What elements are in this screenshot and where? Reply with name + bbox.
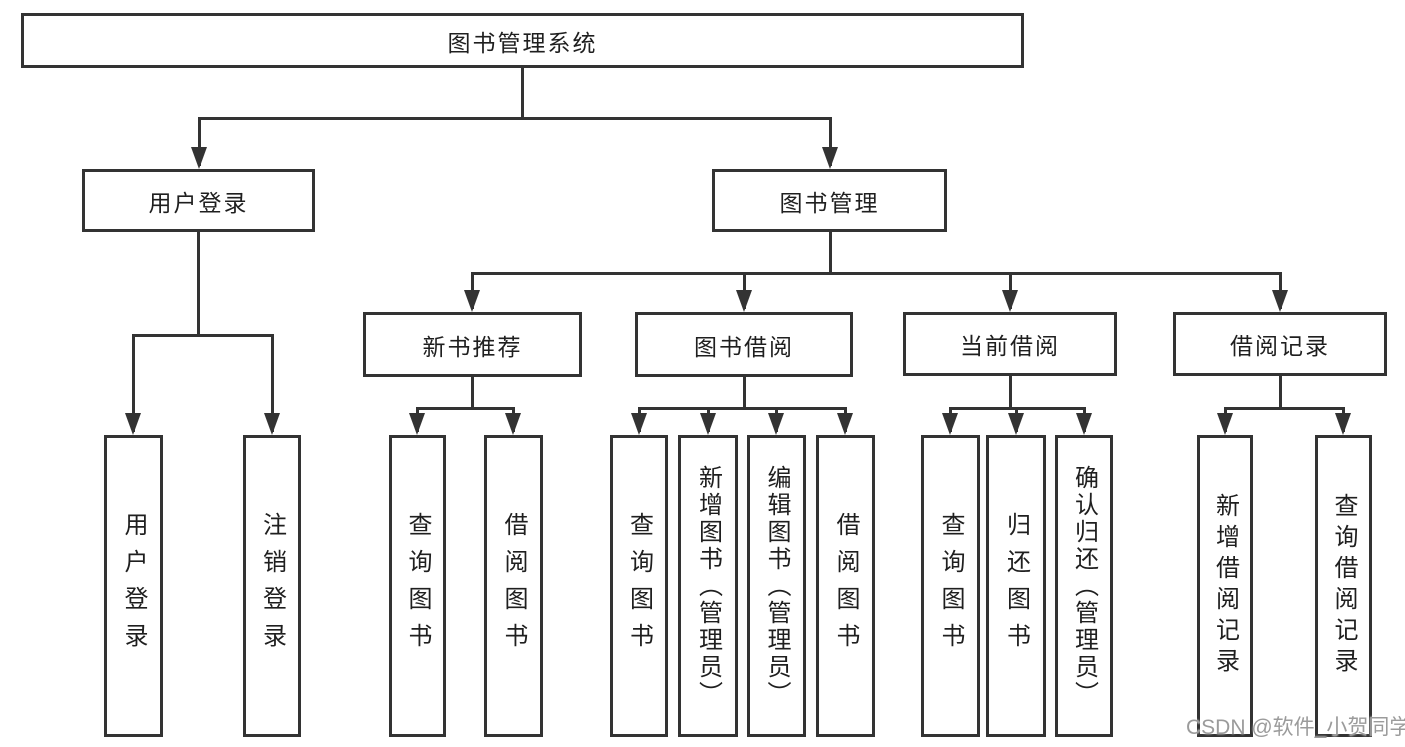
node-label: 借阅记录 — [1230, 333, 1330, 359]
connector-line — [470, 271, 1282, 275]
connector-line — [415, 406, 515, 410]
arrow-down-icon — [631, 413, 647, 435]
connector-line — [131, 335, 135, 432]
diagram-node-leaf-query-books-1: 查询图书 — [389, 435, 446, 737]
arrow-down-icon — [409, 413, 425, 435]
node-label: 查询图书 — [404, 512, 431, 660]
arrow-down-icon — [837, 413, 853, 435]
node-label: 当前借阅 — [960, 333, 1060, 359]
arrow-down-icon — [768, 413, 784, 435]
watermark: CSDN @软件_小贺同学 — [1186, 716, 1405, 739]
diagram-node-new-book-recommend: 新书推荐 — [363, 312, 582, 377]
connector-line — [197, 118, 201, 166]
node-label: 图书借阅 — [694, 333, 794, 360]
connector-line — [637, 406, 847, 410]
node-label: 用户登录 — [148, 189, 249, 216]
node-label: 查询图书 — [937, 512, 964, 660]
arrow-down-icon — [505, 413, 521, 435]
node-label: 借阅图书 — [832, 512, 859, 660]
diagram-node-leaf-return-books: 归还图书 — [986, 435, 1046, 737]
diagram-node-leaf-confirm-return: 确认归还（管理员） — [1055, 435, 1113, 737]
arrow-down-icon — [942, 413, 958, 435]
arrow-down-icon — [1272, 290, 1288, 312]
node-label: 新增图书（管理员） — [694, 464, 722, 708]
arrow-down-icon — [464, 290, 480, 312]
diagram-node-leaf-edit-books: 编辑图书（管理员） — [747, 435, 806, 737]
diagram-node-leaf-query-books-3: 查询图书 — [921, 435, 980, 737]
node-label: 新书推荐 — [422, 333, 523, 360]
diagram-node-leaf-query-books-2: 查询图书 — [610, 435, 668, 737]
arrow-down-icon — [736, 290, 752, 312]
diagram-node-leaf-add-books: 新增图书（管理员） — [678, 435, 738, 737]
arrow-down-icon — [264, 413, 280, 435]
diagram-node-borrow-records: 借阅记录 — [1173, 312, 1387, 376]
connector-line — [828, 232, 832, 273]
diagram-node-leaf-borrow-books-1: 借阅图书 — [484, 435, 543, 737]
diagram-node-leaf-query-borrow-record: 查询借阅记录 — [1315, 435, 1372, 737]
connector-line — [520, 68, 524, 118]
diagram-node-user-login-group: 用户登录 — [82, 169, 315, 232]
arrow-down-icon — [125, 413, 141, 435]
node-label: 图书管理系统 — [447, 29, 598, 56]
diagram-node-leaf-add-borrow-record: 新增借阅记录 — [1197, 435, 1253, 737]
connector-line — [1223, 406, 1345, 410]
connector-line — [828, 118, 832, 166]
node-label: 新增借阅记录 — [1211, 493, 1239, 679]
arrow-down-icon — [700, 413, 716, 435]
connector-line — [1278, 376, 1282, 408]
node-label: 注销登录 — [258, 512, 286, 660]
node-label: 用户登录 — [120, 512, 147, 660]
diagram-node-book-management: 图书管理 — [712, 169, 947, 232]
diagram-node-root: 图书管理系统 — [21, 13, 1024, 68]
connector-line — [1008, 376, 1012, 408]
connector-line — [470, 377, 474, 408]
node-label: 查询图书 — [625, 512, 653, 660]
arrow-down-icon — [822, 147, 838, 169]
connector-line — [131, 333, 274, 337]
arrow-down-icon — [1008, 413, 1024, 435]
node-label: 借阅图书 — [500, 512, 527, 660]
node-label: 编辑图书（管理员） — [763, 464, 790, 708]
node-label: 图书管理 — [779, 189, 880, 216]
connector-line — [742, 377, 746, 408]
connector-line — [196, 232, 200, 335]
arrow-down-icon — [1076, 413, 1092, 435]
node-label: 查询借阅记录 — [1330, 493, 1357, 679]
arrow-down-icon — [1217, 413, 1233, 435]
arrow-down-icon — [1002, 290, 1018, 312]
diagram-node-leaf-user-login: 用户登录 — [104, 435, 163, 737]
arrow-down-icon — [1335, 413, 1351, 435]
diagram-node-current-borrow: 当前借阅 — [903, 312, 1117, 376]
node-label: 归还图书 — [1002, 512, 1030, 660]
arrow-down-icon — [191, 147, 207, 169]
diagram-node-leaf-logout: 注销登录 — [243, 435, 301, 737]
diagram-node-leaf-borrow-books-2: 借阅图书 — [816, 435, 875, 737]
connector-line — [197, 116, 832, 120]
node-label: 确认归还（管理员） — [1070, 464, 1098, 708]
connector-line — [270, 335, 274, 432]
diagram-node-book-borrow: 图书借阅 — [635, 312, 853, 377]
